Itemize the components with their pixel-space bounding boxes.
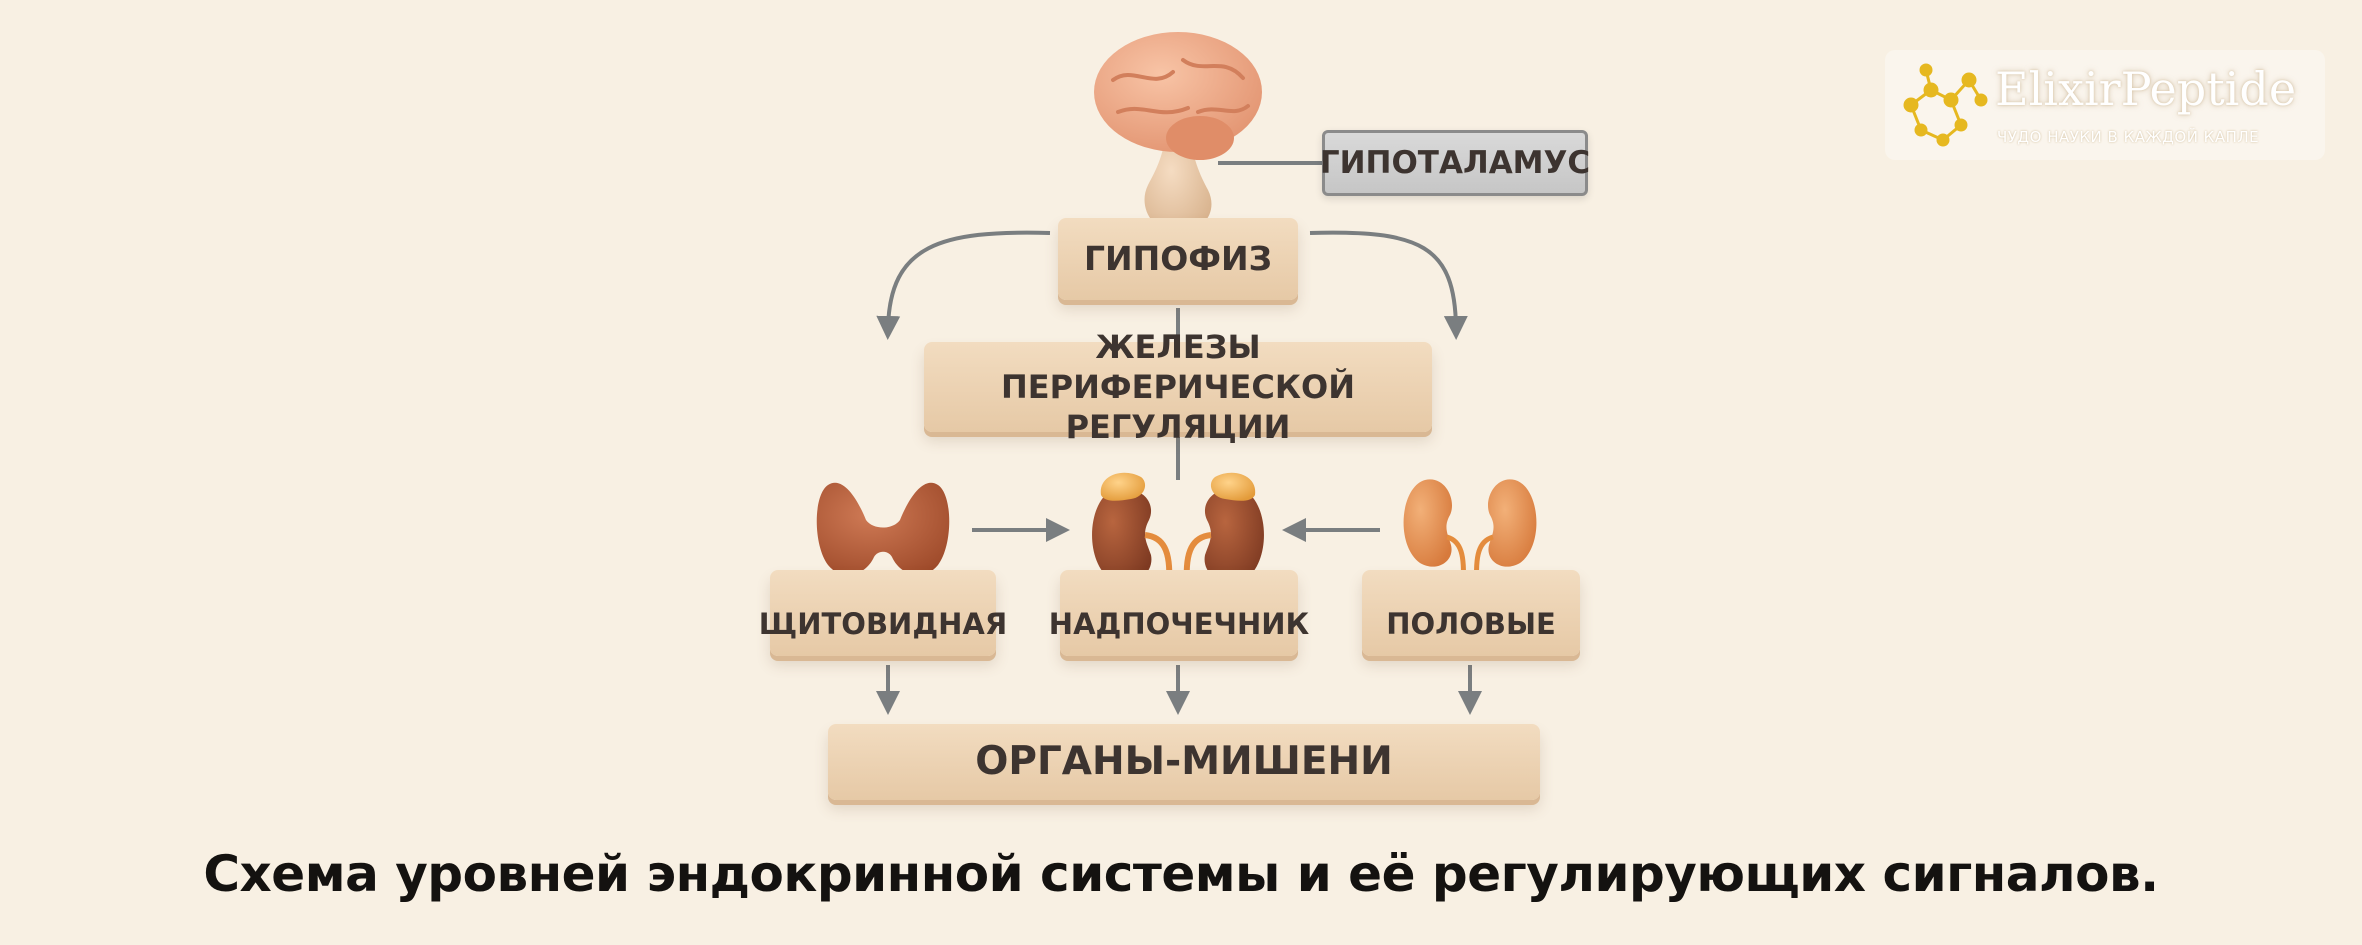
brand-logo: ElixirPeptide ЧУДО НАУКИ В КАЖДОЙ КАПЛЕ bbox=[1885, 50, 2325, 160]
caption: Схема уровней эндокринной системы и её р… bbox=[203, 845, 2159, 903]
thyroid-label: ЩИТОВИДНАЯ bbox=[758, 606, 1008, 641]
adrenal-box: НАДПОЧЕЧНИК bbox=[1049, 570, 1309, 656]
target-organs-label: ОРГАНЫ-МИШЕНИ bbox=[975, 738, 1393, 784]
adrenal-label: НАДПОЧЕЧНИК bbox=[1048, 606, 1310, 641]
peripheral-label-line1: ЖЕЛЕЗЫ ПЕРИФЕРИЧЕСКОЙ bbox=[1000, 328, 1356, 406]
curved-arrow-right bbox=[1309, 230, 1468, 340]
brain-icon bbox=[1094, 32, 1262, 232]
gonads-box: ПОЛОВЫЕ bbox=[1362, 570, 1580, 656]
pituitary-box: ГИПОФИЗ bbox=[1058, 218, 1298, 300]
logo-name: ElixirPeptide bbox=[1995, 62, 2297, 116]
gonads-label: ПОЛОВЫЕ bbox=[1386, 606, 1556, 641]
curved-arrow-left bbox=[876, 230, 1051, 340]
pituitary-label: ГИПОФИЗ bbox=[1083, 239, 1273, 279]
peripheral-glands-box: ЖЕЛЕЗЫ ПЕРИФЕРИЧЕСКОЙ РЕГУЛЯЦИИ bbox=[924, 328, 1432, 446]
thyroid-icon bbox=[816, 482, 950, 576]
target-organs-box: ОРГАНЫ-МИШЕНИ bbox=[828, 724, 1540, 800]
adrenal-kidneys-icon bbox=[1092, 472, 1264, 584]
thyroid-box: ЩИТОВИДНАЯ bbox=[759, 570, 1007, 656]
hypothalamus-box: ГИПОТАЛАМУС bbox=[1319, 130, 1591, 196]
logo-slogan: ЧУДО НАУКИ В КАЖДОЙ КАПЛЕ bbox=[1997, 128, 2260, 146]
hypothalamus-label: ГИПОТАЛАМУС bbox=[1319, 144, 1591, 181]
molecule-icon bbox=[1903, 63, 1988, 147]
peripheral-label-line2: РЕГУЛЯЦИИ bbox=[1065, 408, 1291, 446]
